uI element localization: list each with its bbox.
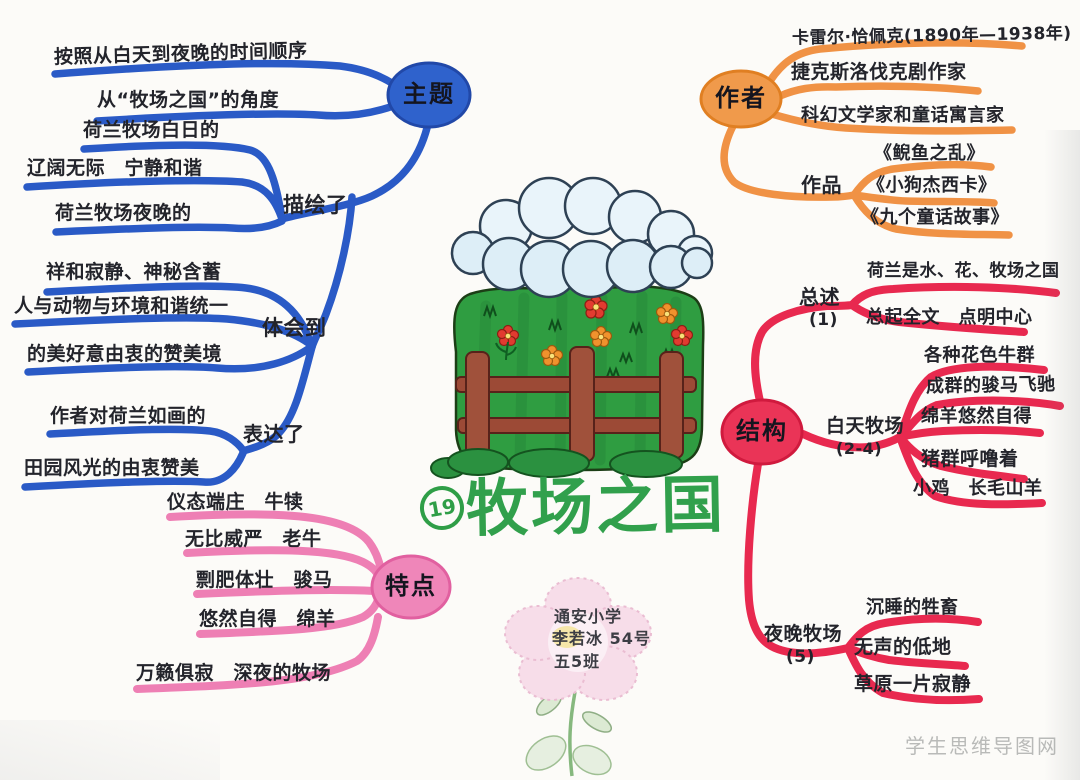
features-node-label: 特点 — [385, 572, 437, 601]
structure-point: 沉睡的牲畜 — [866, 597, 959, 618]
features-item: 无比威严 老牛 — [185, 528, 322, 550]
signature-class: 五5班 — [554, 652, 601, 671]
structure-section-name: 总述 — [799, 285, 840, 309]
features-item: 悠然自得 绵羊 — [199, 608, 336, 630]
features-item: 剽肥体壮 骏马 — [196, 569, 333, 591]
theme-item: 荷兰牧场白日的 — [83, 119, 220, 141]
author-node — [699, 69, 783, 129]
structure-point: 猪群呼噜着 — [921, 448, 1019, 470]
theme-node — [386, 61, 472, 129]
structure-section-range: (5) — [786, 647, 815, 667]
theme-branch-lines — [11, 59, 431, 491]
theme-item: 田园风光的由衷赞美 — [24, 457, 200, 479]
structure-section-name: 夜晚牧场 — [764, 623, 843, 645]
lesson-number-badge: 19 — [416, 482, 468, 534]
branch-nodes — [370, 61, 804, 620]
bushes-illustration — [430, 448, 683, 479]
author-branch-lines — [720, 39, 1026, 239]
theme-item: 祥和寂静、神秘含蓄 — [46, 261, 222, 283]
structure-branch-lines — [744, 282, 1064, 705]
structure-point: 无声的低地 — [854, 636, 952, 658]
author-work: 《小狗杰西卡》 — [867, 175, 997, 196]
structure-point: 成群的骏马飞驰 — [925, 373, 1056, 398]
structure-point: 荷兰是水、花、牧场之国 — [867, 261, 1060, 281]
hill-flowers-illustration — [495, 295, 694, 367]
structure-section-range: (1) — [809, 310, 838, 330]
features-item: 仪态端庄 牛犊 — [167, 491, 304, 513]
site-watermark: 学生思维导图网 — [905, 734, 1059, 758]
author-item: 科幻文学家和童话寓言家 — [801, 105, 1005, 126]
structure-node-label: 结构 — [736, 417, 788, 446]
theme-item: 人与动物与环境和谐统一 — [14, 295, 229, 317]
theme-connector: 表达了 — [243, 422, 305, 446]
theme-item: 辽阔无际 宁静和谐 — [27, 157, 203, 179]
theme-item: 的美好意由衷的赞美境 — [27, 343, 223, 365]
clouds-illustration — [450, 176, 714, 299]
structure-point: 小鸡 长毛山羊 — [913, 478, 1043, 499]
structure-point: 绵羊悠然自得 — [921, 406, 1032, 427]
author-node-label: 作者 — [715, 84, 767, 113]
theme-item: 作者对荷兰如画的 — [50, 405, 207, 427]
structure-point: 各种花色牛群 — [924, 345, 1035, 366]
structure-point: 总起全文 点明中心 — [866, 307, 1033, 328]
signature-flower-illustration — [504, 577, 652, 777]
fence-illustration — [455, 346, 697, 462]
lesson-title-text: 牧场之国 — [465, 467, 727, 546]
lesson-title: 19 牧场之国 — [416, 467, 727, 546]
features-item: 万籁俱寂 深夜的牧场 — [136, 662, 332, 684]
signature-student: 李若冰 54号 — [552, 629, 651, 648]
structure-section-name: 白天牧场 — [826, 415, 905, 437]
author-work: 《鲵鱼之乱》 — [874, 143, 985, 164]
theme-node-label: 主题 — [403, 80, 455, 109]
structure-point: 草原一片寂静 — [854, 673, 972, 695]
structure-section-range: (2-4) — [836, 439, 883, 458]
author-work: 《九个童话故事》 — [861, 207, 1009, 228]
signature-school: 通安小学 — [554, 607, 623, 626]
author-item: 捷克斯洛伐克剧作家 — [791, 61, 967, 83]
structure-node — [720, 398, 804, 466]
theme-item: 从“牧场之国”的角度 — [97, 89, 279, 111]
photo-edge-shade — [0, 720, 220, 780]
theme-item: 荷兰牧场夜晚的 — [55, 202, 192, 224]
photo-edge-shade — [1044, 130, 1080, 780]
features-branch-lines — [133, 510, 385, 693]
features-node — [370, 554, 452, 620]
author-works-label: 作品 — [801, 173, 842, 197]
theme-connector: 体会到 — [262, 316, 327, 340]
theme-connector: 描绘了 — [283, 193, 348, 217]
